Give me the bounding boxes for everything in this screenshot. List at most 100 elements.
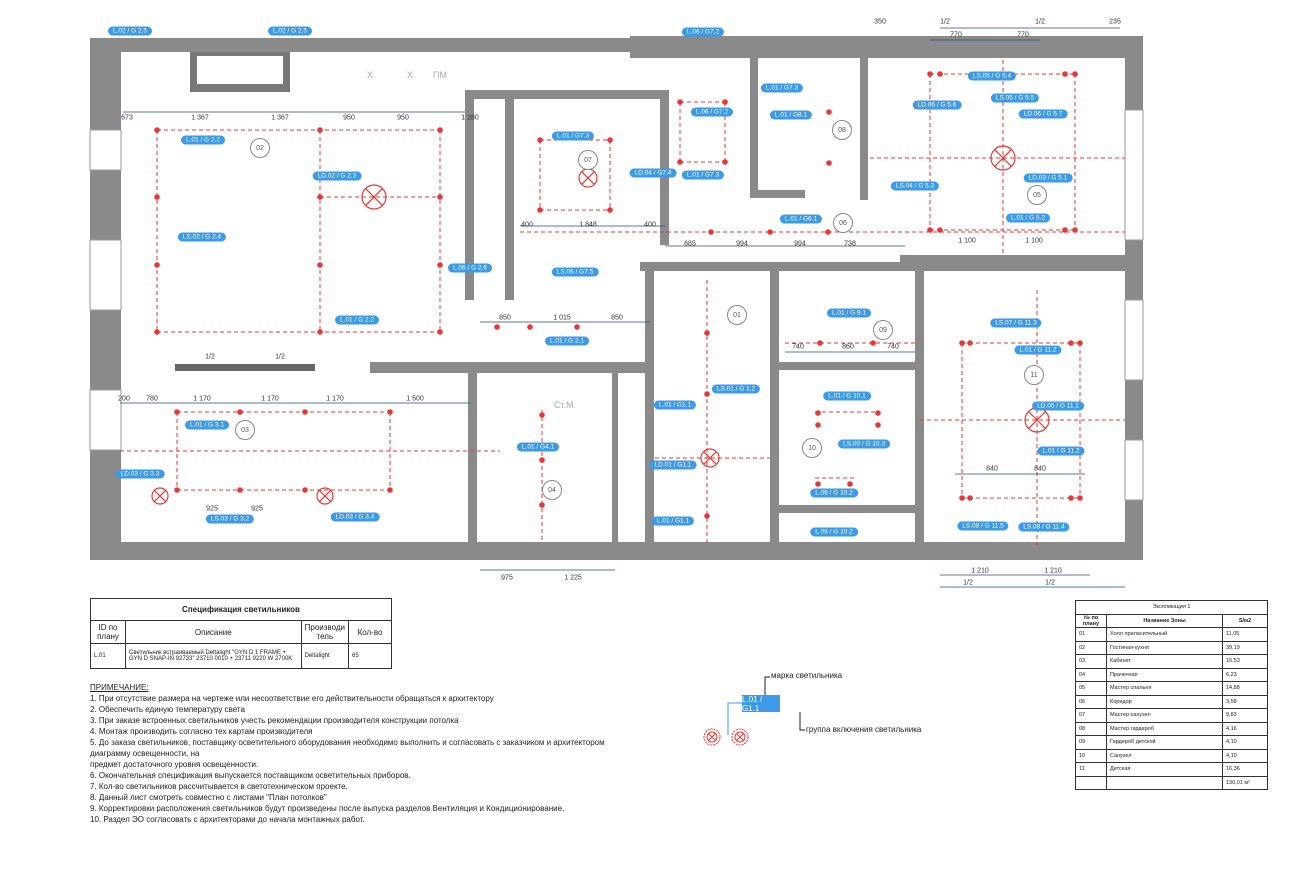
room-number: 10 xyxy=(802,438,822,458)
dimension-label: 975 xyxy=(501,574,513,582)
dimension-label: 840 xyxy=(1034,465,1046,473)
dimension-label: 350 xyxy=(874,18,886,26)
fixture-dot xyxy=(825,229,831,235)
pendant-fixture-icon xyxy=(361,184,387,210)
dimension-label: 738 xyxy=(844,240,856,248)
dimension-label: 1 500 xyxy=(406,395,424,403)
dimension-label: 1 210 xyxy=(971,567,989,575)
fixture-dot xyxy=(959,340,965,346)
note-line: 6. Окончательная спецификация выпускаетс… xyxy=(90,771,411,780)
fixture-tag: LS.06 / G7.5 xyxy=(551,267,599,277)
fixture-dot xyxy=(870,340,876,346)
pendant-fixture-icon xyxy=(700,448,720,468)
expl-cell-name: Гардероб детской xyxy=(1106,735,1223,750)
explication-table: Экспликация 1 № по плану Название Зоны S… xyxy=(1075,600,1268,790)
expl-cell-s: 4,10 xyxy=(1222,735,1268,750)
notes: ПРИМЕЧАНИЕ: 1. При отсутствие размера на… xyxy=(90,682,610,825)
spec-desc: Светильник встраиваемый Deltalight "GYN … xyxy=(125,643,302,669)
fixture-tag: LS.03 / G 3.2 xyxy=(205,514,255,524)
fixture-dot xyxy=(875,410,881,416)
fixture-dot xyxy=(154,262,160,268)
fixture-tag: L.06 / G 2.6 xyxy=(448,263,492,273)
dimension-label: 850 xyxy=(499,314,511,322)
fixture-dot xyxy=(539,502,545,508)
fixture-tag: L.01 / G1.1 xyxy=(653,400,697,410)
dimension-label: 1 367 xyxy=(271,114,289,122)
expl-cell-s: 4,16 xyxy=(1222,721,1268,736)
pendant-fixture-icon xyxy=(990,145,1016,171)
fixture-dot xyxy=(302,409,308,415)
expl-cell-s: 16,53 xyxy=(1222,654,1268,669)
expl-cell-name: Прачечная xyxy=(1106,667,1223,682)
pendant-fixture-icon xyxy=(316,487,334,505)
note-line: 8. Данный лист смотреть совместно с лист… xyxy=(90,793,327,802)
expl-cell-s: 3,58 xyxy=(1222,694,1268,709)
fixture-dot xyxy=(677,159,683,165)
fixture-dot xyxy=(826,109,832,115)
spec-id: L.01 xyxy=(90,643,126,669)
room-number: 07 xyxy=(578,150,598,170)
fixture-dot xyxy=(154,194,160,200)
fixture-tag: LS.07 / G 11.3 xyxy=(990,318,1042,328)
fixture-dot xyxy=(537,207,543,213)
fixture-dot xyxy=(607,207,613,213)
dimension-label: 400 xyxy=(644,221,656,229)
interior-walls xyxy=(89,52,1144,545)
fixture-tag: LS.08 / G 11.5 xyxy=(957,521,1009,531)
dimension-label: 1 015 xyxy=(553,314,571,322)
expl-cell-name: Гостиная-кухня xyxy=(1106,640,1223,655)
fixture-tag: LD.01 / G1.1 xyxy=(649,460,697,470)
fixture-tag: L.06 / G 10.2 xyxy=(810,488,858,498)
expl-header-n: № по плану xyxy=(1075,613,1107,628)
furniture-mark: X xyxy=(366,70,374,80)
fixture-dot xyxy=(154,329,160,335)
fixture-tag: L.01 / G4.1 xyxy=(516,442,560,452)
expl-cell-name: Кабинет xyxy=(1106,654,1223,669)
room-number: 03 xyxy=(235,420,255,440)
expl-cell-n: 07 xyxy=(1075,708,1107,723)
fixture-dot xyxy=(1062,227,1068,233)
fixture-tag: L.01 / G 2.1 xyxy=(545,336,589,346)
fixture-tag: L.01 / G 3.1 xyxy=(185,420,229,430)
fixture-dot xyxy=(875,422,881,428)
expl-cell-s: 14,88 xyxy=(1222,681,1268,696)
room-number: 05 xyxy=(1027,185,1047,205)
note-line: 10. Раздел ЭО согласовать с архитекторам… xyxy=(90,815,365,824)
room-number: 02 xyxy=(250,138,270,158)
dimension-label: 1 100 xyxy=(1025,237,1043,245)
room-number: 11 xyxy=(1024,365,1044,385)
expl-total: 130,01 м² xyxy=(1222,775,1268,790)
fixture-tag: LS.02 / G 2.4 xyxy=(177,232,227,242)
fixture-dot xyxy=(174,487,180,493)
expl-cell-name: Мастер санузел xyxy=(1106,708,1223,723)
expl-cell-name: Холл приласительный xyxy=(1106,627,1223,642)
fixture-tag: LS.08 / G 11.4 xyxy=(1018,522,1070,532)
expl-cell-name: Коридор xyxy=(1106,694,1223,709)
fixture-dot xyxy=(927,71,933,77)
dimension-label: 200 xyxy=(118,395,130,403)
fixture-tag: LD.06 / G 5.6 xyxy=(912,100,962,110)
fixture-dot xyxy=(494,324,500,330)
fixture-dot xyxy=(1072,71,1078,77)
expl-cell-s: 6,23 xyxy=(1222,667,1268,682)
spec-header-maker: Производи тель xyxy=(300,620,350,644)
note-line: 1. При отсутствие размера на чертеже или… xyxy=(90,694,494,703)
fixture-dot xyxy=(237,409,243,415)
fixture-dot xyxy=(722,159,728,165)
fixture-tag: L.01 / G 5.2 xyxy=(1006,213,1050,223)
dimension-label: 950 xyxy=(397,114,409,122)
fixture-dot xyxy=(815,422,821,428)
fixture-tag: L.06 / G7.2 xyxy=(681,27,725,37)
fixture-tag: L.01 / G 11.2 xyxy=(1037,446,1085,456)
dimension-label: 925 xyxy=(251,505,263,513)
expl-cell-n: 11 xyxy=(1075,762,1107,777)
fixture-tag: L.01 / G 9.1 xyxy=(827,308,871,318)
fixture-spec-table: Спецификация светильников ID по плану Оп… xyxy=(90,598,392,669)
dimension-label: 780 xyxy=(146,395,158,403)
fixture-tag: L.01 / G 10.1 xyxy=(823,391,871,401)
fixture-dot xyxy=(927,227,933,233)
fixture-dot xyxy=(387,409,393,415)
room-number: 09 xyxy=(873,320,893,340)
fixture-tag: LD.02 / G 2.3 xyxy=(312,171,362,181)
